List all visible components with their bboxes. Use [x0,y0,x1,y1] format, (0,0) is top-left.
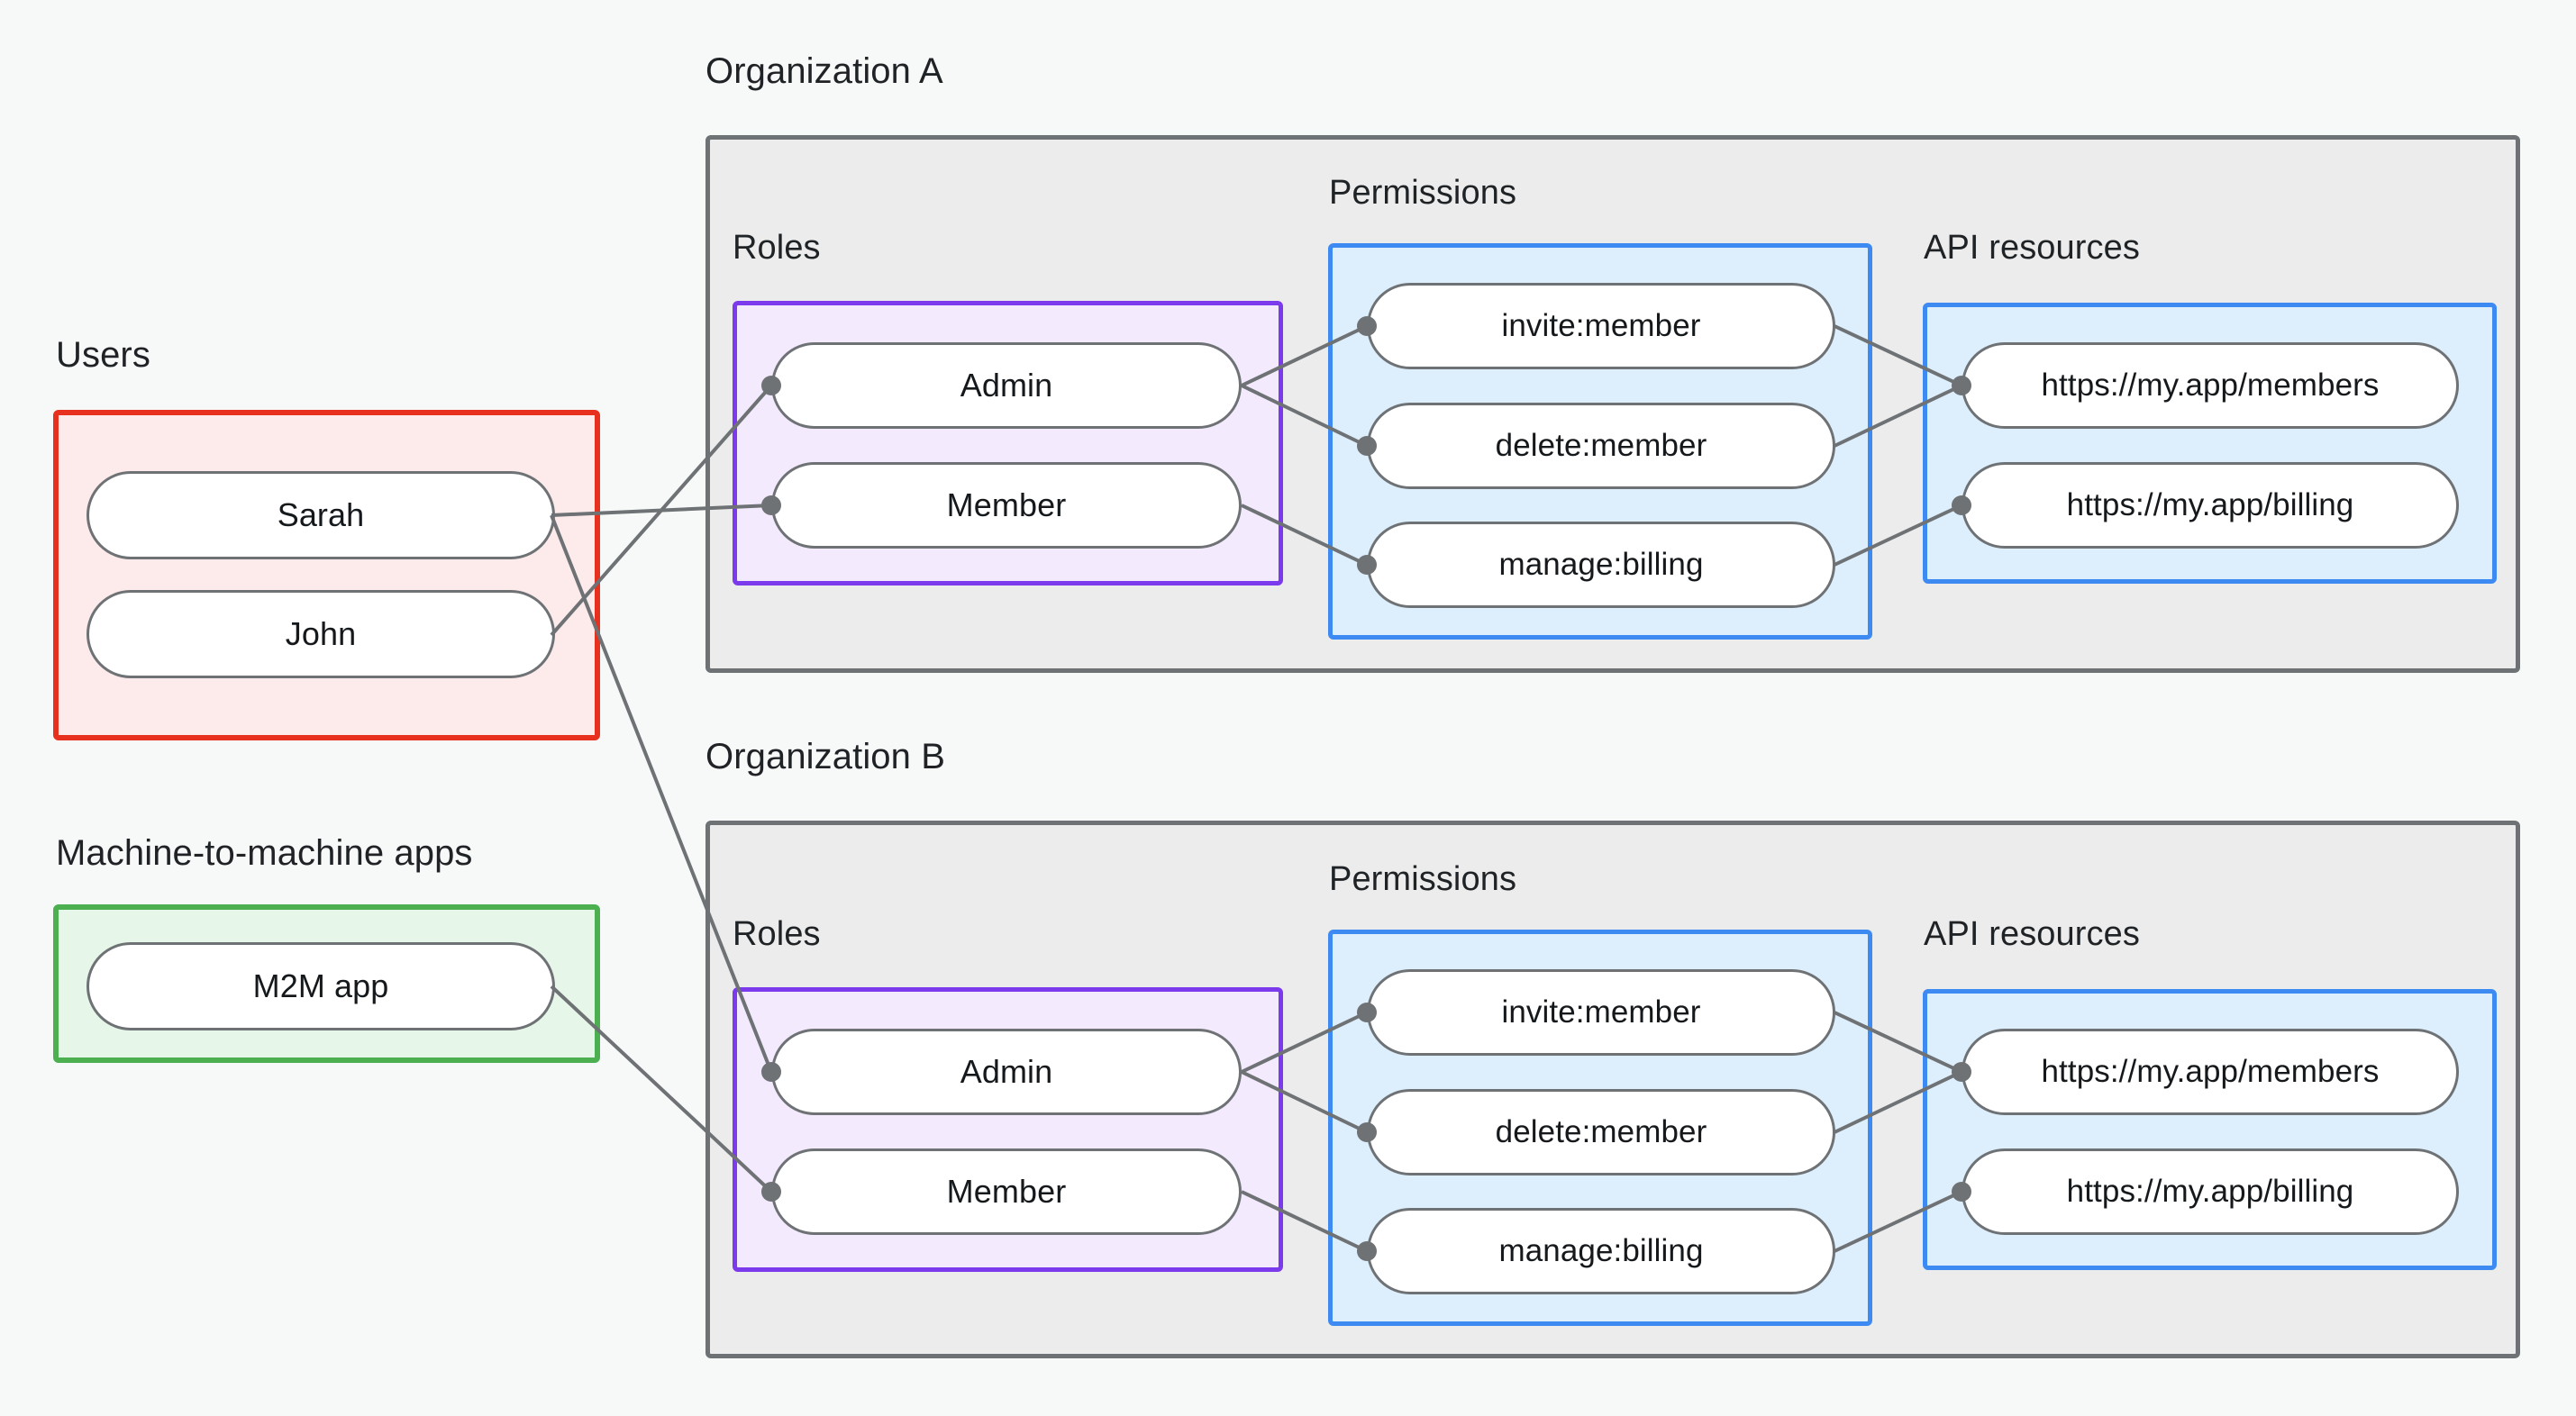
org-b-permission-delete-member-label: delete:member [1495,1114,1707,1149]
user-node-john[interactable]: John [86,590,555,678]
users-group-label: Users [56,335,150,375]
org-a-role-admin-label: Admin [960,367,1053,404]
org-a-permissions-label: Permissions [1329,174,1517,212]
user-node-sarah-label: Sarah [277,496,365,533]
org-a-api-resource-members-label: https://my.app/members [2041,368,2380,403]
m2m-group-label: Machine-to-machine apps [56,833,473,873]
org-a-api-resources-label: API resources [1924,229,2140,267]
org-a-permission-delete-member-label: delete:member [1495,428,1707,463]
org-a-api-resource-billing-label: https://my.app/billing [2066,487,2354,522]
org-a-permission-invite-member-label: invite:member [1501,308,1701,343]
org-b-api-resources-label: API resources [1924,915,2140,953]
org-a-role-member[interactable]: Member [771,462,1242,549]
org-a-api-resource-billing[interactable]: https://my.app/billing [1962,462,2459,549]
org-a-roles-label: Roles [733,229,821,267]
user-node-john-label: John [285,615,357,652]
m2m-node-app-label: M2M app [252,967,389,1004]
org-b-permission-manage-billing[interactable]: manage:billing [1367,1208,1835,1294]
org-a-permission-manage-billing[interactable]: manage:billing [1367,522,1835,608]
org-b-permission-invite-member[interactable]: invite:member [1367,969,1835,1056]
org-b-roles-label: Roles [733,915,821,953]
org-b-role-member[interactable]: Member [771,1148,1242,1235]
org-a-api-resource-members[interactable]: https://my.app/members [1962,342,2459,429]
org-b-permission-delete-member[interactable]: delete:member [1367,1089,1835,1175]
org-b-role-admin[interactable]: Admin [771,1029,1242,1115]
org-b-label: Organization B [705,737,945,776]
org-a-permission-invite-member[interactable]: invite:member [1367,283,1835,369]
org-b-permission-invite-member-label: invite:member [1501,994,1701,1030]
org-a-permission-delete-member[interactable]: delete:member [1367,403,1835,489]
org-b-role-member-label: Member [946,1173,1067,1210]
org-b-role-admin-label: Admin [960,1053,1053,1090]
org-b-permission-manage-billing-label: manage:billing [1498,1233,1704,1268]
org-a-permission-manage-billing-label: manage:billing [1498,547,1704,582]
org-b-api-resource-billing[interactable]: https://my.app/billing [1962,1148,2459,1235]
org-b-api-resource-billing-label: https://my.app/billing [2066,1174,2354,1209]
m2m-node-app[interactable]: M2M app [86,942,555,1030]
org-a-role-member-label: Member [946,486,1067,523]
org-b-api-resource-members[interactable]: https://my.app/members [1962,1029,2459,1115]
org-b-permissions-label: Permissions [1329,860,1517,898]
org-a-label: Organization A [705,51,943,91]
user-node-sarah[interactable]: Sarah [86,471,555,559]
org-a-role-admin[interactable]: Admin [771,342,1242,429]
users-container [53,410,600,740]
org-b-api-resource-members-label: https://my.app/members [2041,1054,2380,1089]
